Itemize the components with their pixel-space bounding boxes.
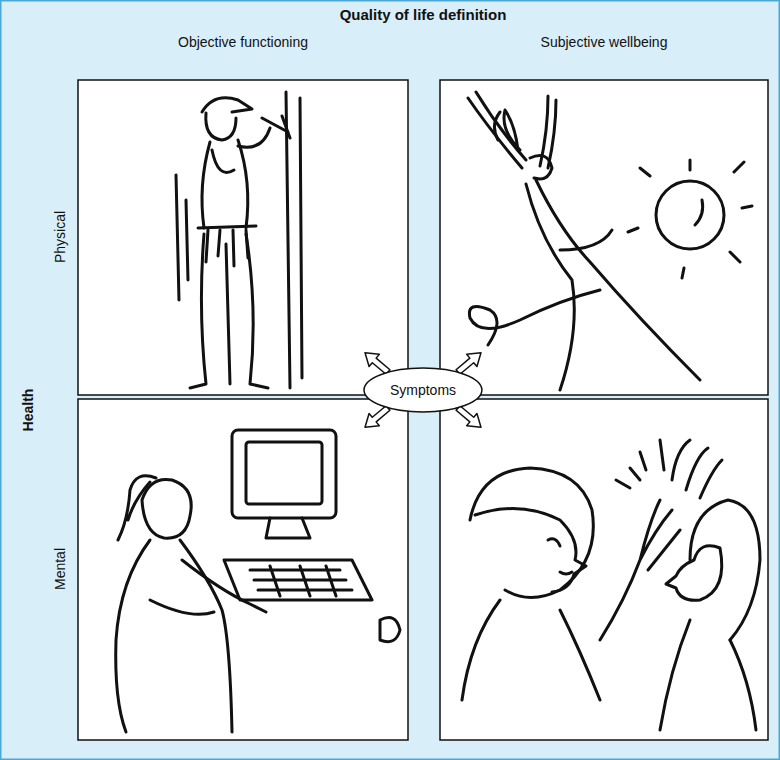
panel xyxy=(440,80,768,395)
computer-figure xyxy=(116,430,400,732)
row-header: Mental xyxy=(52,548,68,590)
row-axis-title: Health xyxy=(20,389,36,432)
row-header: Physical xyxy=(52,211,68,263)
chart-title: Quality of life definition xyxy=(340,6,507,23)
panel xyxy=(78,399,408,740)
worker-figure xyxy=(176,92,302,388)
panel xyxy=(78,80,408,395)
node-label: Symptoms xyxy=(390,382,456,398)
column-header: Objective functioning xyxy=(178,34,308,50)
ellipse-shape xyxy=(364,368,482,412)
block-arrow xyxy=(360,347,486,434)
symptom-ellipse: Symptoms xyxy=(363,367,483,413)
friends-figure xyxy=(462,440,760,730)
panel xyxy=(440,399,768,740)
column-header: Subjective wellbeing xyxy=(541,34,668,50)
dancer-figure xyxy=(468,92,752,390)
